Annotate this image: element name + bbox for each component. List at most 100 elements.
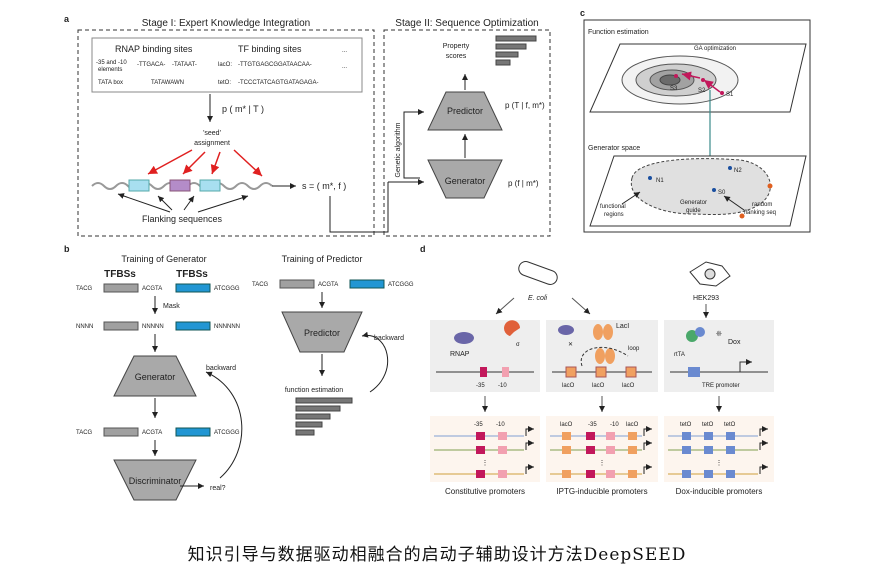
generator-shape: [427, 159, 503, 199]
library-site-box: [704, 470, 713, 478]
atcggg-2: ATCGGG: [214, 430, 240, 436]
lib-teto-1: tetO: [680, 422, 692, 428]
rnap-sites-label: RNAP binding sites: [115, 44, 193, 54]
red-arrow-3: [210, 151, 221, 175]
vdots-dox: ⋮: [716, 460, 723, 467]
panel-b-letter: b: [64, 244, 70, 254]
dox-bg: [664, 320, 774, 392]
library-site-box: [476, 432, 485, 440]
tss-arrow-icon: [643, 440, 652, 450]
ga-loop: [403, 109, 424, 179]
flank-arrow-2: [157, 195, 173, 211]
hek-nucleus-icon: [704, 268, 716, 280]
laco-label-1: lacO: [562, 383, 575, 389]
s0-label: S0: [718, 190, 726, 196]
tss-arrow-icon: [525, 426, 534, 436]
predictor-shape: [427, 91, 503, 131]
library-site-box: [726, 446, 735, 454]
pred-bar-1: [295, 397, 353, 404]
tacg-2: TACG: [76, 430, 93, 436]
score-bar-4: [495, 59, 511, 66]
s-to-generator-line: [329, 182, 389, 233]
ecoli-label: E. coli: [528, 295, 548, 302]
vdots-iptg: ⋮: [599, 460, 606, 467]
tre-box: [688, 367, 700, 377]
laco-seq: -TTGTGAGCGGATAACAA-: [238, 62, 312, 68]
lib-m10-2: -10: [610, 422, 619, 428]
nnnn: NNNN: [76, 324, 93, 330]
dox-label: Dox: [728, 339, 741, 346]
s3-point: [674, 74, 678, 78]
pred-bar-5: [295, 429, 315, 436]
predictor-shape-b: [281, 311, 363, 353]
tss-arrow-icon: [525, 464, 534, 474]
random-label-2: flanking seq: [744, 210, 776, 216]
tataat-seq: -TATAAT-: [172, 62, 197, 68]
generator-space-label: Generator space: [588, 145, 640, 152]
s-formula: s = ( m*, f ): [302, 181, 346, 191]
property-score-bars: [495, 35, 537, 66]
library-site-box: [586, 446, 595, 454]
library-site-box: [586, 432, 595, 440]
laci-icon-2: [603, 324, 613, 340]
mask-label: Mask: [163, 303, 180, 310]
panel-a-letter: a: [64, 14, 70, 24]
ga-opt-label: GA optimization: [694, 46, 736, 52]
s0-point: [712, 188, 716, 192]
site-box-1: [128, 179, 150, 192]
m35-10-label: -35 and -10: [96, 60, 127, 66]
iptg-label: IPTG-inducible promoters: [556, 487, 647, 496]
p-f-given-m: p (f | m*): [508, 179, 539, 188]
score-bar-1: [495, 35, 537, 42]
laco-box-2: [595, 366, 607, 378]
seed-label: 'seed': [203, 130, 221, 137]
stage1-box: [77, 29, 375, 237]
library-site-box: [628, 470, 637, 478]
stage2-title: Stage II: Sequence Optimization: [395, 18, 538, 29]
backward-label-gen: backward: [206, 365, 236, 372]
lib-teto-3: tetO: [724, 422, 736, 428]
ecoli-arrow-right: [571, 297, 591, 315]
rnap-label: RNAP: [450, 351, 470, 358]
function-estimation-label: Function estimation: [588, 29, 649, 36]
m35-label: -35: [476, 383, 485, 389]
tacg-1: TACG: [76, 286, 93, 292]
generator-shape-b: [113, 355, 197, 397]
generator-label-b: Generator: [135, 372, 176, 382]
dox-ind-label: Dox-inducible promoters: [676, 487, 763, 496]
lib-m10-label: -10: [496, 422, 505, 428]
library-site-box: [682, 432, 691, 440]
laco-box-3: [625, 366, 637, 378]
library-site-box: [726, 432, 735, 440]
n1-point: [648, 176, 652, 180]
opt-path-2: [681, 71, 701, 81]
tss-arrow-icon: [759, 440, 768, 450]
site-box-3: [199, 179, 221, 192]
acgta-2: ACGTA: [142, 430, 162, 436]
acgta-1: ACGTA: [142, 286, 162, 292]
lib-m35-2: -35: [588, 422, 597, 428]
library-site-box: [562, 446, 571, 454]
functional-label-2: regions: [604, 212, 624, 218]
tfbss-label-1: TFBSs: [104, 269, 136, 280]
library-site-box: [498, 432, 507, 440]
stage1-title: Stage I: Expert Knowledge Integration: [142, 18, 310, 29]
prediction-bars: [295, 397, 353, 436]
random-arrow: [723, 195, 745, 211]
tss-arrow-icon: [759, 426, 768, 436]
laco-box-1: [565, 366, 577, 378]
library-site-box: [628, 432, 637, 440]
nnnnnn: NNNNNN: [214, 324, 240, 330]
score-bar-2: [495, 43, 527, 50]
laci-icon-3: [595, 348, 605, 364]
vdots-const: ⋮: [482, 460, 489, 467]
lib-m35-label: -35: [474, 422, 483, 428]
library-site-box: [476, 470, 485, 478]
sigma-icon: [504, 320, 520, 336]
library-site-box: [606, 446, 615, 454]
figure-caption: 知识引导与数据驱动相融合的启动子辅助设计方法DeepSEED: [187, 545, 687, 565]
tss-arrow-icon: [525, 440, 534, 450]
library-site-box: [726, 470, 735, 478]
s2-point: [701, 78, 705, 82]
